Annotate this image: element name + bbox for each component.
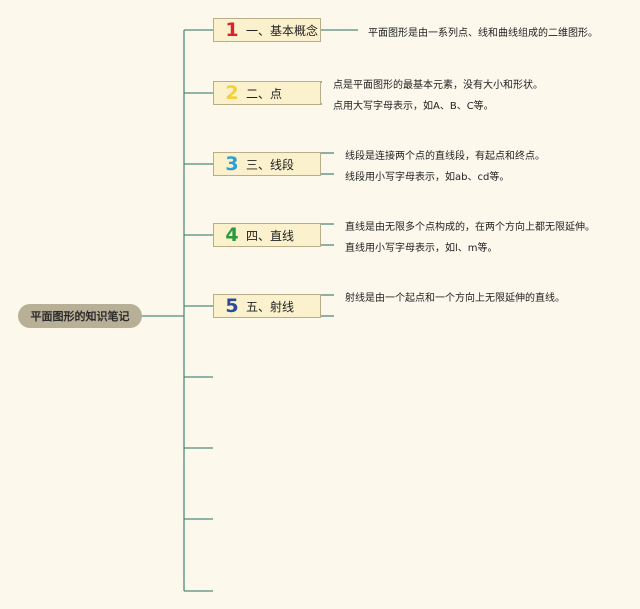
note-3-2: 线段用小写字母表示，如ab、cd等。 — [345, 172, 510, 183]
topic-node-5[interactable]: 5 五、射线 — [213, 294, 321, 318]
topic-label-2: 二、点 — [246, 86, 283, 101]
topic-node-1[interactable]: 1 一、基本概念 — [213, 18, 321, 42]
topic-number-3: 3 — [225, 152, 239, 175]
note-2-2: 点用大写字母表示，如A、B、C等。 — [333, 101, 494, 112]
topic-label-3: 三、线段 — [246, 157, 295, 172]
note-3-1: 线段是连接两个点的直线段，有起点和终点。 — [345, 151, 545, 162]
topic-node-3[interactable]: 3 三、线段 — [213, 152, 321, 176]
topic-label-4: 四、直线 — [246, 228, 295, 243]
topic-label-1: 一、基本概念 — [246, 23, 319, 38]
note-4-1: 直线是由无限多个点构成的，在两个方向上都无限延伸。 — [345, 222, 595, 233]
topic-number-1: 1 — [225, 18, 239, 41]
note-1-1: 平面图形是由一系列点、线和曲线组成的二维图形。 — [368, 28, 598, 39]
note-4-2: 直线用小写字母表示，如l、m等。 — [345, 243, 498, 254]
root-node[interactable]: 平面图形的知识笔记 — [18, 304, 142, 328]
note-2-1: 点是平面图形的最基本元素，没有大小和形状。 — [333, 80, 543, 91]
topic-number-2: 2 — [225, 81, 239, 104]
topic-node-2[interactable]: 2 二、点 — [213, 81, 321, 105]
root-label: 平面图形的知识笔记 — [30, 310, 130, 323]
topic-label-5: 五、射线 — [246, 299, 295, 314]
topic-number-4: 4 — [225, 223, 239, 246]
note-5-1: 射线是由一个起点和一个方向上无限延伸的直线。 — [345, 293, 565, 304]
topic-number-5: 5 — [225, 294, 239, 317]
topic-node-4[interactable]: 4 四、直线 — [213, 223, 321, 247]
